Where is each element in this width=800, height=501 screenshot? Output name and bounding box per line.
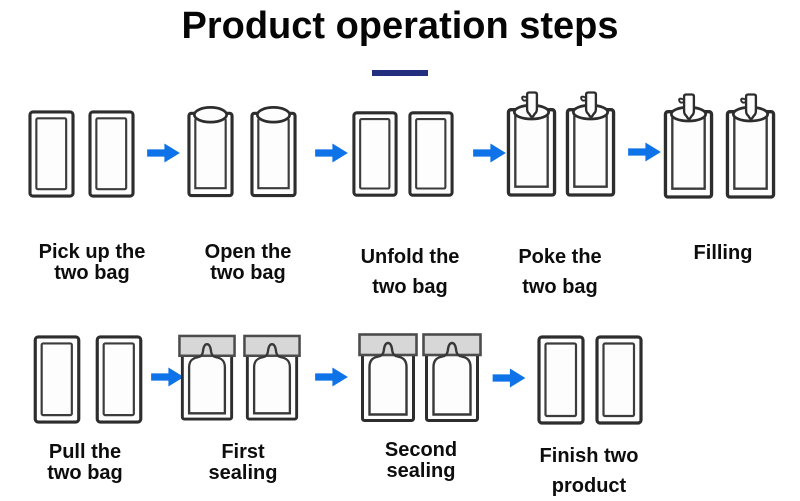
- step-label-pull: Pull the two bag: [47, 441, 123, 484]
- step-label-poke: Poke the two bag: [518, 246, 602, 298]
- arrow-right-icon: [315, 367, 348, 387]
- seal-bag-icon: [178, 332, 236, 424]
- spout-bag-icon: [565, 90, 616, 198]
- step-art-unfold: [352, 110, 454, 198]
- step-label-filling: Filling: [693, 242, 753, 264]
- step-art-open: [187, 104, 297, 198]
- arrow-right-icon: [490, 368, 528, 388]
- arrow-right-icon: [147, 143, 180, 163]
- open-bag-icon: [250, 104, 297, 198]
- flat-bag-icon: [408, 110, 454, 198]
- step-label-pick-up: Pick up the two bag: [38, 241, 146, 284]
- spout-bag-icon: [506, 90, 557, 198]
- spout-bag-icon: [663, 92, 714, 200]
- arrow-right-icon: [628, 142, 661, 162]
- step-art-second-sealing: [358, 331, 482, 425]
- step-art-first-sealing: [178, 332, 301, 424]
- open-bag-icon: [187, 104, 234, 198]
- step-label-second-sealing: Second sealing: [384, 439, 458, 482]
- flat-bag-icon: [88, 110, 135, 198]
- flat-bag-icon: [352, 110, 398, 198]
- flat-bag-icon: [595, 335, 643, 425]
- flat-bag-icon: [95, 335, 143, 424]
- flat-bag-icon: [28, 110, 75, 198]
- step-art-finish: [537, 335, 643, 425]
- step-label-unfold: Unfold the two bag: [360, 246, 460, 298]
- step-art-filling: [663, 92, 776, 200]
- flat-bag-icon: [537, 335, 585, 425]
- seal-bag-icon: [422, 331, 482, 425]
- arrow-right-icon: [315, 143, 348, 163]
- page-title: Product operation steps: [181, 5, 619, 47]
- step-label-open: Open the two bag: [204, 241, 292, 284]
- step-art-poke: [506, 90, 616, 198]
- seal-bag-icon: [243, 332, 301, 424]
- spout-bag-icon: [725, 92, 776, 200]
- seal-bag-icon: [358, 331, 418, 425]
- step-art-pull: [33, 335, 143, 424]
- flat-bag-icon: [33, 335, 81, 424]
- step-art-pick-up: [28, 110, 135, 198]
- arrow-right-icon: [473, 143, 506, 163]
- title-underline: [372, 70, 428, 76]
- step-label-first-sealing: First sealing: [208, 441, 278, 484]
- step-label-finish: Finish two product: [539, 445, 639, 497]
